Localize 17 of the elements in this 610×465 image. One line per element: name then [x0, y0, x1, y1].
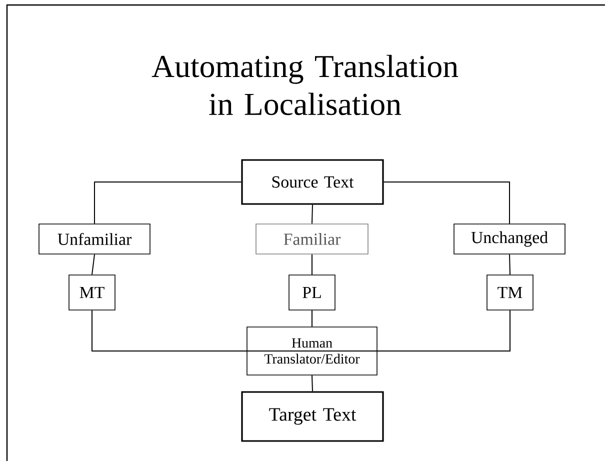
box: Human Translator/Editor: [246, 326, 378, 376]
connector-line: [312, 204, 313, 224]
connector-line: [383, 182, 510, 224]
connector-line: [312, 374, 313, 392]
box: Unfamiliar: [38, 224, 150, 254]
box: Familiar: [256, 224, 368, 254]
box: TM: [486, 274, 534, 310]
box: Unchanged: [454, 224, 566, 254]
box: Source Text: [241, 159, 384, 205]
connector-line: [92, 254, 95, 276]
connector-line: [246, 310, 510, 352]
box: Target Text: [241, 391, 384, 442]
box: PL: [288, 274, 336, 310]
connector-line: [94, 182, 242, 224]
title: Automating Translation in Localisation: [152, 54, 458, 116]
box: MT: [68, 274, 116, 310]
connector-line: [509, 254, 510, 276]
